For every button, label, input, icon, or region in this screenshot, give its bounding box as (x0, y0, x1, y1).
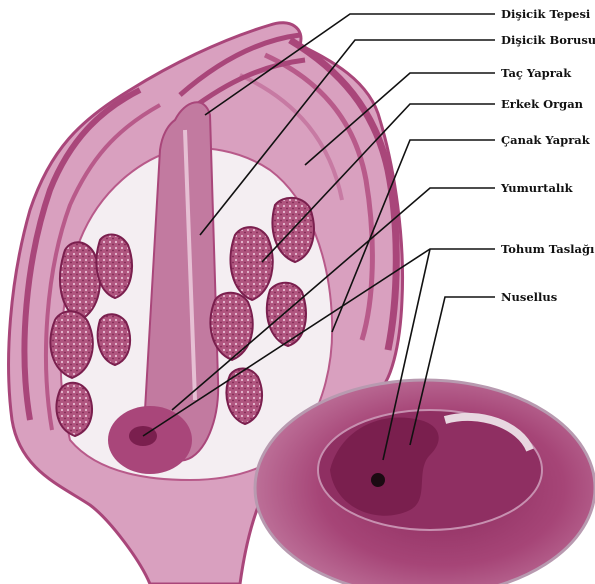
label-petal: Taç Yaprak (501, 66, 571, 80)
label-sepal: Çanak Yaprak (501, 133, 590, 147)
label-ovary: Yumurtalık (501, 181, 573, 195)
embryo-sac-dot (371, 473, 385, 487)
label-stigma: Dişicik Tepesi (501, 7, 590, 21)
label-ovule: Tohum Taslağı (501, 242, 594, 256)
label-style: Dişicik Borusu (501, 33, 595, 47)
label-stamen: Erkek Organ (501, 97, 583, 111)
label-nucellus: Nusellus (501, 290, 557, 304)
